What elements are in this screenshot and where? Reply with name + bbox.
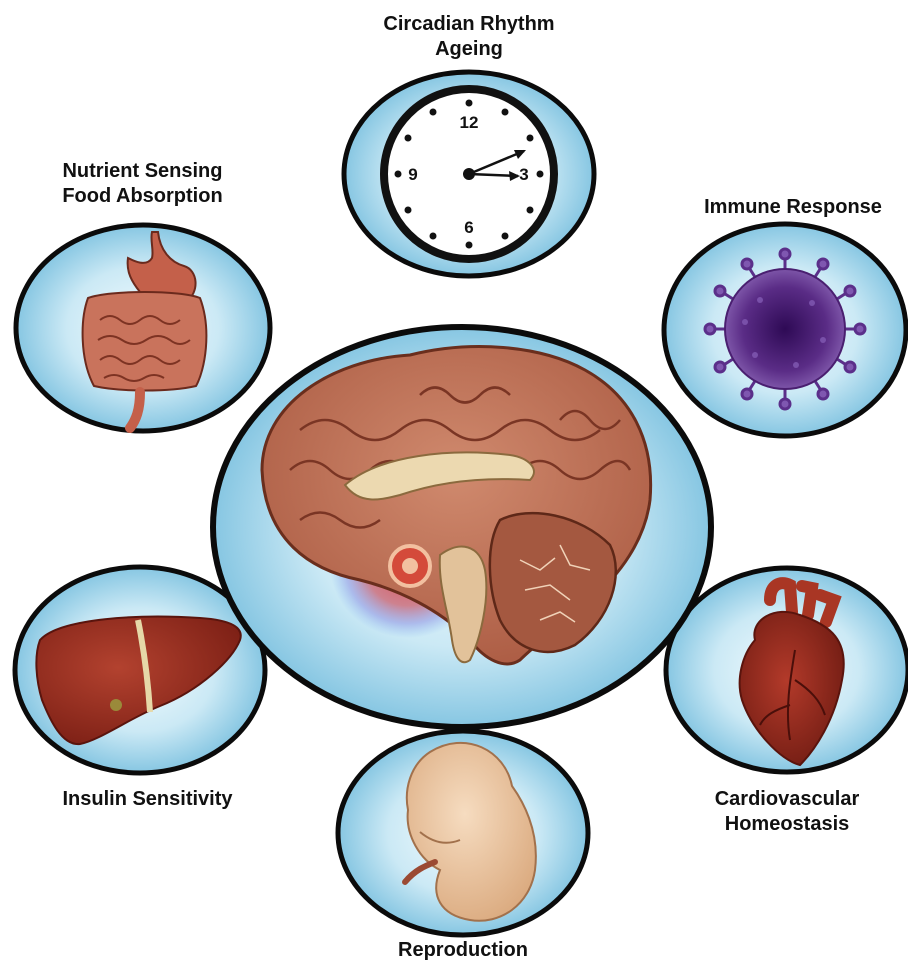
clock-numeral-12: 12 xyxy=(460,113,479,132)
clock-numeral-3: 3 xyxy=(519,165,528,184)
label-nutrient-line1: Nutrient Sensing xyxy=(20,159,265,184)
fetus-bubble xyxy=(338,731,588,935)
label-immune-line1: Immune Response xyxy=(678,195,908,220)
digestive-bubble xyxy=(16,225,270,431)
label-nutrient: Nutrient Sensing Food Absorption xyxy=(20,159,265,209)
clock-numeral-6: 6 xyxy=(464,218,473,237)
label-cardio-line2: Homeostasis xyxy=(677,812,897,837)
label-insulin-line1: Insulin Sensitivity xyxy=(25,787,270,812)
label-circadian-line2: Ageing xyxy=(344,37,594,62)
immune-bubble xyxy=(664,224,906,436)
label-immune: Immune Response xyxy=(678,195,908,220)
label-insulin: Insulin Sensitivity xyxy=(25,787,270,812)
label-nutrient-line2: Food Absorption xyxy=(20,184,265,209)
clock-bubble: 12 3 6 9 xyxy=(344,72,594,276)
label-cardio-line1: Cardiovascular xyxy=(677,787,897,812)
clock-icon: 12 3 6 9 xyxy=(384,89,554,259)
label-circadian: Circadian Rhythm Ageing xyxy=(344,12,594,62)
brain-bubble xyxy=(213,327,711,727)
label-reproduction: Reproduction xyxy=(363,938,563,963)
label-reproduction-line1: Reproduction xyxy=(363,938,563,963)
label-cardio: Cardiovascular Homeostasis xyxy=(677,787,897,837)
heart-bubble xyxy=(666,568,908,772)
clock-numeral-9: 9 xyxy=(408,165,417,184)
label-circadian-line1: Circadian Rhythm xyxy=(344,12,594,37)
